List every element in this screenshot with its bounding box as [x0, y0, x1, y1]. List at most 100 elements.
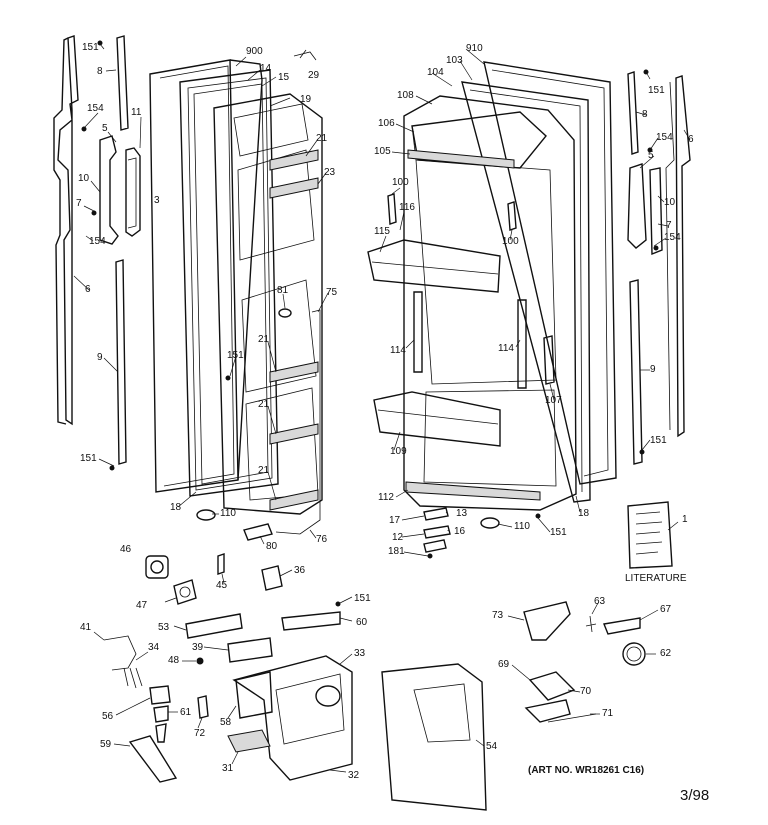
door-bin-109: [373, 391, 501, 447]
callout-31: 31: [222, 763, 234, 774]
callout-76: 76: [316, 534, 328, 545]
callout-73: 73: [492, 610, 504, 621]
wire-harness-75-76: [275, 309, 321, 535]
callout-100: 100: [502, 236, 519, 247]
part-110-right: [480, 517, 500, 529]
part-107: [543, 335, 555, 385]
literature-1: [627, 501, 673, 569]
callout-14: 14: [260, 63, 272, 74]
part-29: [293, 49, 317, 61]
callout-12: 12: [392, 532, 404, 543]
callout-15: 15: [278, 72, 290, 83]
right-trim-9: [629, 279, 643, 465]
callout-60: 60: [356, 617, 368, 628]
callout-71: 71: [602, 708, 614, 719]
callout-3: 3: [154, 195, 160, 206]
part-41-34: [103, 635, 143, 689]
door-bin-115: [367, 239, 501, 293]
callout-47: 47: [136, 600, 148, 611]
date-code: 3/98: [680, 787, 710, 804]
left-trim-9: [115, 259, 127, 465]
callout-154: 154: [664, 232, 681, 243]
callout-110: 110: [514, 521, 530, 532]
right-door-trim-6: [665, 75, 691, 438]
callout-151: 151: [82, 42, 99, 53]
callout-21: 21: [316, 133, 328, 144]
art-number: (ART NO. WR18261 C16): [528, 765, 645, 776]
callout-181: 181: [388, 546, 405, 557]
part-71: [524, 699, 597, 723]
callout-48: 48: [168, 655, 180, 666]
callout-56: 56: [102, 711, 114, 722]
callout-19: 19: [300, 94, 312, 105]
callout-900: 900: [246, 46, 263, 57]
callout-10: 10: [78, 173, 90, 184]
callout-21: 21: [258, 334, 270, 345]
clip-100-116: [387, 193, 517, 231]
callout-108: 108: [397, 90, 414, 101]
part-39: [227, 637, 273, 663]
callout-154: 154: [87, 103, 104, 114]
callout-53: 53: [158, 622, 170, 633]
callout-54: 54: [486, 741, 498, 752]
right-handle-assembly: [627, 163, 663, 256]
left-trim-8: [116, 35, 129, 131]
callout-109: 109: [390, 446, 407, 457]
small-parts-12-13-16-17: [423, 507, 451, 559]
callout-1: 1: [682, 514, 688, 525]
callout-36: 36: [294, 565, 306, 576]
callout-18: 18: [578, 508, 590, 519]
callout-13: 13: [456, 508, 468, 519]
part-72: [197, 695, 209, 719]
part-36: [261, 565, 283, 591]
callout-112: 112: [378, 492, 394, 503]
part-80: [243, 523, 273, 541]
callout-151: 151: [650, 435, 667, 446]
callout-70: 70: [580, 686, 592, 697]
part-59: [128, 735, 178, 783]
callout-103: 103: [446, 55, 463, 66]
callout-151: 151: [354, 593, 371, 604]
callout-9: 9: [650, 364, 656, 375]
callout-10: 10: [664, 197, 676, 208]
left-handle-assembly: [99, 135, 141, 245]
callout-23: 23: [324, 167, 336, 178]
callout-61: 61: [180, 707, 192, 718]
callout-105: 105: [374, 146, 391, 157]
callout-151: 151: [227, 350, 244, 361]
fresh-food-door-910: [483, 61, 617, 485]
bin-supports-114: [413, 291, 527, 389]
dispenser-housing-33-32: [232, 655, 353, 781]
part-46: [145, 555, 169, 579]
ring-62: [622, 642, 646, 666]
callout-100: 100: [392, 177, 409, 188]
callout-72: 72: [194, 728, 206, 739]
part-48: [196, 657, 204, 665]
callout-910: 910: [466, 43, 483, 54]
right-trim-8: [627, 71, 639, 155]
callout-80: 80: [266, 541, 278, 552]
callout-151: 151: [550, 527, 567, 538]
callout-107: 107: [545, 395, 562, 406]
callout-18: 18: [170, 502, 182, 513]
callout-32: 32: [348, 770, 360, 781]
part-81-knob: [278, 308, 292, 318]
callout-151: 151: [648, 85, 665, 96]
callout-7: 7: [76, 198, 82, 209]
callout-41: 41: [80, 622, 92, 633]
freezer-door-900: [149, 59, 263, 493]
callout-6: 6: [688, 134, 694, 145]
door-rail-105: [407, 149, 515, 169]
callout-58: 58: [220, 717, 232, 728]
freezer-door-shelf-bars-21: [269, 149, 319, 511]
part-60: [281, 611, 341, 631]
callout-75: 75: [326, 287, 338, 298]
callout-6: 6: [85, 284, 91, 295]
part-110-left: [196, 509, 216, 521]
callout-110: 110: [220, 508, 236, 519]
literature-label: LITERATURE: [625, 573, 687, 584]
dispenser-cover-54: [381, 663, 487, 811]
callout-8: 8: [97, 66, 103, 77]
callout-33: 33: [354, 648, 366, 659]
